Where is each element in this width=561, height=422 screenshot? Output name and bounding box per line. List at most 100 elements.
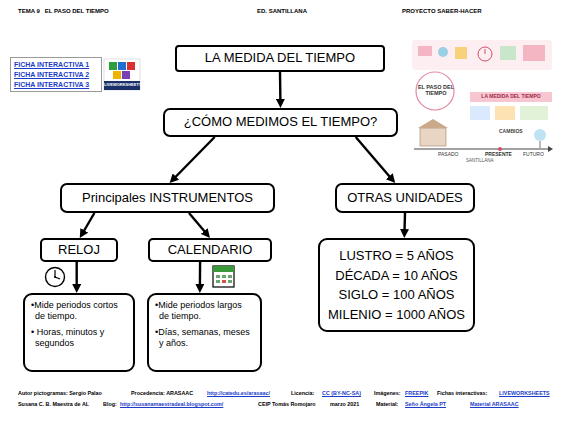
calendar-cell bbox=[228, 280, 232, 283]
question-box: ¿CÓMO MEDIMOS EL TIEMPO? bbox=[163, 108, 398, 137]
link-box: FICHA INTERACTIVA 1FICHA INTERACTIVA 2FI… bbox=[10, 57, 102, 92]
illustration-figure bbox=[438, 47, 448, 57]
arrow-connector bbox=[189, 213, 206, 233]
link-text: FICHA INTERACTIVA 3 bbox=[14, 80, 98, 90]
header-text: TEMA 9 EL PASO DEL TIEMPO bbox=[18, 8, 109, 15]
clock-center bbox=[54, 276, 56, 278]
illustration-clock-hand bbox=[485, 49, 486, 54]
illustration-text: FUTURO bbox=[523, 152, 544, 158]
footer-text: Licencia: bbox=[291, 391, 314, 397]
illustration-figure bbox=[534, 129, 546, 141]
arrow-connector bbox=[75, 262, 77, 286]
illustration-figure bbox=[500, 46, 516, 60]
timeline-head bbox=[548, 146, 553, 152]
footer-text: Procedencia: ARASAAC bbox=[131, 391, 193, 397]
footer-text: Fichas interactivas: bbox=[437, 391, 487, 397]
logo-tile bbox=[113, 71, 121, 79]
illustration-panel bbox=[412, 74, 552, 134]
footer-text: Autor pictogramas: Sergio Palao bbox=[18, 391, 102, 397]
timeline-line bbox=[414, 149, 548, 150]
logo-band bbox=[104, 81, 140, 90]
arrow-connector bbox=[279, 72, 282, 101]
instrument-box: CALENDARIO bbox=[148, 238, 272, 262]
illustration-figure bbox=[495, 106, 515, 120]
illustration-figure bbox=[455, 47, 467, 59]
illustration-panel bbox=[412, 40, 552, 70]
node-text: DÉCADA = 10 AÑOS bbox=[335, 266, 457, 286]
arrow-connector bbox=[199, 262, 202, 286]
logo-tile bbox=[127, 62, 135, 70]
node-text: SIGLO = 100 AÑOS bbox=[339, 285, 455, 305]
footer-text: marzo 2021 bbox=[330, 402, 359, 408]
clock-icon bbox=[46, 268, 65, 287]
node-text: •Mide periodos largos de tiempo. bbox=[155, 300, 254, 323]
illustration-roof bbox=[418, 119, 448, 128]
illustration-line bbox=[540, 141, 541, 148]
illustration-clock bbox=[478, 47, 492, 61]
illustration-text: PASADO bbox=[438, 152, 458, 158]
arrow-connector bbox=[83, 213, 94, 232]
arrow-connector bbox=[175, 137, 215, 178]
footer-link: FREEPIK bbox=[405, 391, 428, 397]
arrow-connector bbox=[356, 137, 391, 178]
link-text: FICHA INTERACTIVA 2 bbox=[14, 70, 98, 80]
logo-tile bbox=[122, 71, 130, 79]
title-box: LA MEDIDA DEL TIEMPO bbox=[175, 45, 385, 72]
calendar-icon bbox=[213, 266, 234, 287]
category-box: Principales INSTRUMENTOS bbox=[60, 183, 275, 213]
footer-text: Susana C. B. Maestra de AL bbox=[18, 402, 89, 408]
footer-link: http://susanamaestradeal.blogspot.com/ bbox=[120, 402, 223, 408]
node-text: Principales INSTRUMENTOS bbox=[82, 191, 253, 206]
illustration-figure bbox=[470, 106, 490, 120]
description-box: •Mide periodos largos de tiempo. •Días, s… bbox=[147, 293, 262, 372]
instrument-box: RELOJ bbox=[40, 238, 118, 262]
calendar-top bbox=[213, 266, 234, 272]
footer-link: CC (BY-NC-SA) bbox=[322, 391, 361, 397]
node-text: • Horas, minutos y segundos bbox=[31, 327, 127, 350]
clock-hand bbox=[55, 277, 60, 279]
node-text: CALENDARIO bbox=[168, 243, 253, 258]
logo-tile bbox=[109, 62, 117, 70]
node-text: RELOJ bbox=[58, 243, 100, 258]
node-text: LA MEDIDA DEL TIEMPO bbox=[205, 51, 355, 66]
logo-tile bbox=[118, 62, 126, 70]
illustration-text: LA MEDIDA DEL TIEMPO bbox=[470, 94, 552, 100]
node-text: LUSTRO = 5 AÑOS bbox=[339, 246, 454, 266]
footer-link: Material ARASAAC bbox=[470, 402, 519, 408]
footer-link: LIVEWORKSHEETS bbox=[499, 391, 550, 397]
illustration-figure bbox=[520, 106, 548, 120]
units-box: LUSTRO = 5 AÑOSDÉCADA = 10 AÑOSSIGLO = 1… bbox=[318, 238, 475, 332]
calendar-cell bbox=[222, 275, 226, 278]
calendar-cell bbox=[228, 275, 232, 278]
clock-hand bbox=[54, 270, 55, 277]
footer-text: Blog: bbox=[103, 402, 117, 408]
node-text: •Mide periodos cortos de tiempo. bbox=[31, 300, 127, 323]
illustration-text: PRESENTE bbox=[485, 152, 512, 158]
timeline-dot bbox=[498, 147, 502, 151]
header-text: PROYECTO SABER-HACER bbox=[402, 8, 482, 15]
calendar-cell bbox=[216, 275, 220, 278]
footer-link: Seño Ángela PT bbox=[405, 402, 446, 408]
footer-text: Imágenes: bbox=[374, 391, 401, 397]
link-text: FICHA INTERACTIVA 1 bbox=[14, 60, 98, 70]
illustration-building bbox=[420, 128, 446, 146]
illustration-figure bbox=[523, 45, 545, 61]
calendar-cell bbox=[216, 280, 220, 283]
node-text: MILENIO = 1000 AÑOS bbox=[328, 305, 465, 325]
description-box: •Mide periodos cortos de tiempo. • Horas,… bbox=[23, 293, 135, 372]
illustration-text: CAMBIOS bbox=[499, 129, 523, 135]
illustration-band bbox=[470, 92, 552, 102]
category-box: OTRAS UNIDADES bbox=[335, 183, 475, 213]
illustration-figure bbox=[418, 46, 432, 56]
header-text: ED. SANTILLANA bbox=[257, 8, 307, 15]
footer-text: Material: bbox=[376, 402, 398, 408]
calendar-cell bbox=[222, 280, 226, 283]
illustration-text: EL PASO DEL TIEMPO bbox=[414, 84, 458, 96]
arrow-connector bbox=[403, 213, 406, 231]
node-text: •Días, semanas, meses y años. bbox=[155, 327, 254, 350]
footer-link: http://catedu.es/arasaac/ bbox=[207, 391, 270, 397]
logo-frame bbox=[104, 59, 140, 90]
illustration-text: SANTILLANA bbox=[466, 159, 494, 164]
logo-text: LIVEWORKSHEETS bbox=[104, 83, 140, 87]
